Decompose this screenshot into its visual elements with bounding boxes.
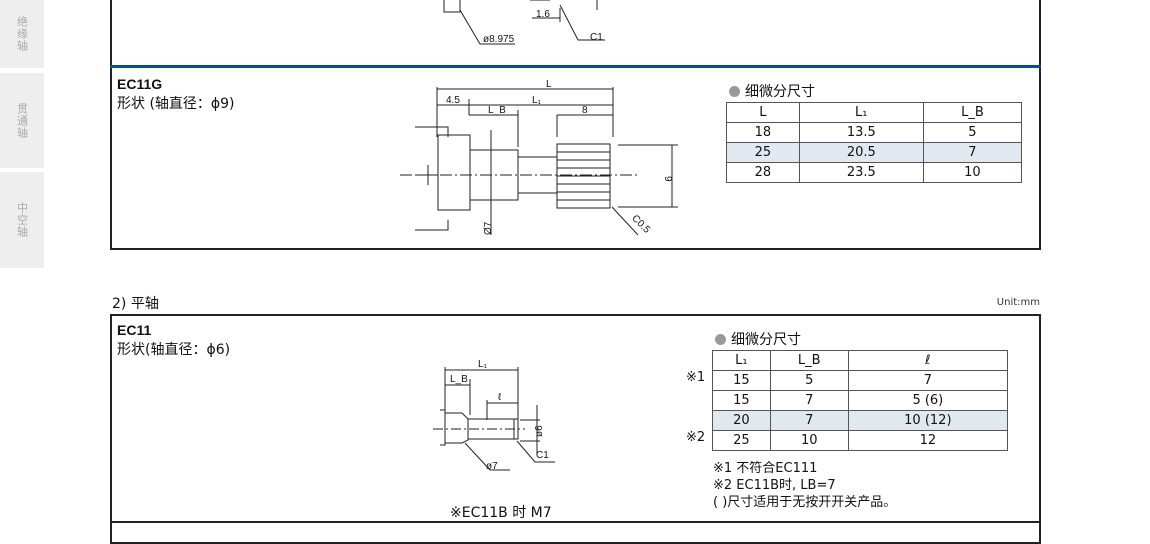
dim-c0-5: C0.5 [629,213,652,236]
divider [110,521,1041,523]
bullet-icon [715,333,726,345]
ec11g-panel [110,0,1041,250]
unit-label: Unit:mm [996,297,1040,308]
dim-label: ø8.975 [483,34,515,45]
footnote-mark: ※2 [686,430,706,445]
footnotes: ※1 不符合EC111 ※2 EC11B时, LB=7 ( )尺寸适用于无按开开… [713,460,896,511]
dim-label: C1 [590,32,603,43]
dim-phi6: ø6 [534,425,545,437]
table-title: 细微分尺寸 [729,81,815,101]
dim-L1: L₁ [532,95,542,106]
dim-phi7: ø7 [486,461,498,472]
dim-c1: C1 [536,450,549,461]
dim-9: 9 [662,176,673,182]
dim-phi7: Ø7 [483,221,494,235]
sidebar-tab-through-shaft[interactable]: 贯通轴 [0,73,44,168]
sidebar-tab-hollow-shaft[interactable]: 中空轴 [0,172,44,268]
dim-LB: L_B [450,374,468,385]
footnote: ( )尺寸适用于无按开开关产品。 [713,495,897,510]
dim-4-5: 4.5 [446,95,460,106]
table-title: 细微分尺寸 [715,329,801,349]
drawing-caption: ※EC11B 时 M7 [450,505,552,521]
footnote: ※2 EC11B时, LB=7 [713,478,836,493]
footnote-mark: ※1 [686,370,706,385]
ec11-drawing: L₁ L_B ℓ ø6 ø7 C1 [433,359,555,472]
dim-8: 8 [582,105,588,116]
divider [110,65,1041,68]
ec11g-drawing: L 4.5 L₁ L_B 8 9 Ø7 C0.5 [400,79,678,236]
model-name: EC11G [117,76,163,92]
section-title: 2) 平轴 [112,296,159,312]
top-drawing: 1.6 ø8.975 C1 [443,0,605,45]
bullet-icon [729,85,740,97]
dim-L: L [546,79,552,90]
dim-L1: L₁ [478,359,488,370]
shape-label: 形状 (轴直径：ϕ9) [117,96,235,112]
shape-label: 形状(轴直径：ϕ6) [117,342,231,358]
sidebar-tab-insulated-shaft[interactable]: 绝缘轴 [0,0,44,68]
footnote: ※1 不符合EC111 [713,461,818,476]
dim-label: 1.6 [536,9,550,20]
model-name: EC11 [117,322,152,338]
dim-LB: L_B [488,105,506,116]
dim-l: ℓ [498,392,502,403]
